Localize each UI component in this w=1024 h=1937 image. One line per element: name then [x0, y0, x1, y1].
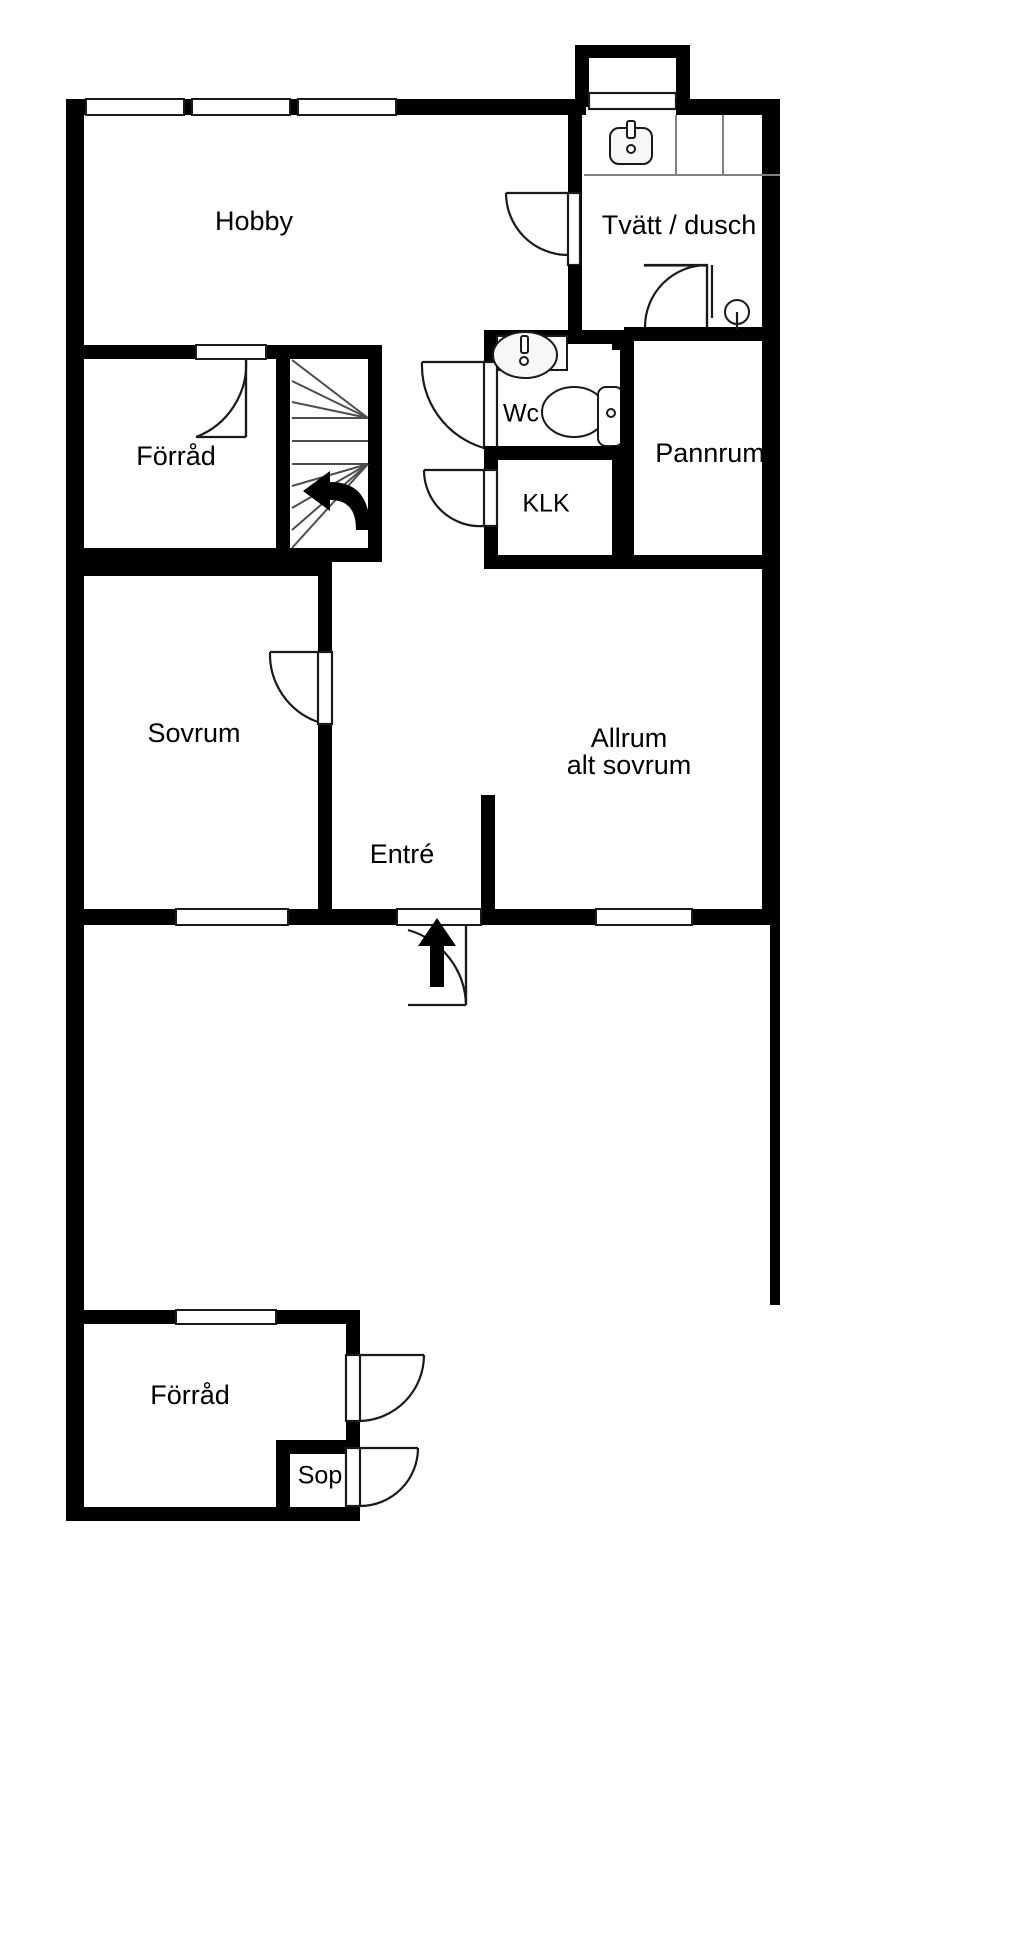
door-klk[interactable]	[422, 468, 499, 528]
wall-right-outer	[762, 99, 780, 925]
room-labels: Hobby Tvätt / dusch Förråd Wc Pannrum KL…	[136, 206, 765, 1489]
wall-left-outer	[66, 99, 84, 925]
stair-treads	[291, 359, 369, 549]
door-tvatt-dusch[interactable]	[504, 191, 582, 267]
wall-forrad2-right-top	[346, 1310, 360, 1360]
top-protrusion	[575, 45, 690, 111]
room-forrad-2	[66, 1308, 426, 1521]
toilet-icon	[541, 386, 624, 447]
wall-forrad2-bottom	[66, 1507, 360, 1521]
wall-sop-left	[276, 1440, 290, 1520]
window-allrum	[594, 907, 694, 927]
shower-head-icon	[710, 265, 750, 330]
wash-basin-icon	[492, 331, 568, 379]
wall-protrusion-top	[575, 45, 690, 58]
wall-forrad1-right	[276, 345, 290, 562]
door-opening-forrad1	[194, 343, 268, 361]
room-sovrum	[84, 562, 334, 922]
windows-hobby	[84, 97, 398, 117]
window-top-protrusion	[587, 91, 678, 111]
window-hobby-center	[190, 97, 292, 117]
wash-basin-icon	[609, 120, 653, 165]
window-sovrum	[174, 907, 290, 927]
room-label-tvatt-dusch: Tvätt / dusch	[602, 210, 757, 240]
room-label-forrad-2: Förråd	[150, 1380, 230, 1410]
room-label-klk: KLK	[522, 490, 570, 518]
room-label-allrum-alt: alt sovrum	[567, 750, 692, 780]
wall-sovrum-right-lower	[318, 722, 332, 922]
door-sop[interactable]	[344, 1446, 420, 1508]
wall-sovrum-top	[84, 562, 332, 576]
door-sovrum[interactable]	[268, 650, 334, 726]
staircase	[290, 345, 382, 562]
wall-tvatt-bottom	[624, 327, 780, 341]
wall-sop-top	[276, 1440, 360, 1454]
room-label-sop: Sop	[298, 1462, 342, 1490]
room-label-pannrum: Pannrum	[655, 438, 765, 468]
wall-forrad2-top-left	[66, 1310, 176, 1324]
openings-bottom-upper-block	[174, 907, 694, 927]
wall-protrusion-right	[676, 45, 690, 107]
wall-sop-right-bottom	[346, 1505, 360, 1521]
stair-direction-arrow	[303, 471, 370, 530]
wall-top-right	[676, 99, 780, 115]
room-klk	[422, 446, 626, 569]
wall-forrad2-right-bottom	[346, 1418, 360, 1444]
wall-stair-top	[290, 345, 382, 359]
wall-wc-bottom	[484, 446, 626, 460]
tvatt-counter	[584, 115, 780, 176]
wall-sovrum-right-upper	[318, 562, 332, 654]
wall-forrad1-bottom	[84, 548, 290, 562]
room-label-sovrum: Sovrum	[147, 718, 240, 748]
wall-klk-left-top	[484, 446, 498, 474]
room-label-allrum: Allrum	[591, 723, 668, 753]
wall-forrad2-top-right	[276, 1310, 360, 1324]
room-forrad-1	[84, 343, 290, 562]
room-label-entre: Entré	[370, 839, 435, 869]
wall-pannrum-top	[624, 327, 780, 341]
wall-left-lower	[66, 925, 84, 1521]
wall-forrad1-top-left	[84, 345, 196, 359]
room-label-wc: Wc	[503, 400, 539, 428]
window-forrad-lower	[174, 1308, 278, 1326]
wall-protrusion-left	[575, 45, 589, 107]
wall-klk-right	[612, 446, 626, 569]
window-hobby-left	[84, 97, 186, 117]
wall-klk-bottom	[484, 555, 626, 569]
wall-stair-right	[368, 345, 382, 562]
wall-pannrum-bottom	[620, 555, 780, 569]
window-hobby-right	[296, 97, 398, 117]
room-wc	[420, 265, 626, 460]
door-forrad-hobby[interactable]	[195, 358, 248, 439]
entre-partition	[481, 795, 495, 923]
wall-above-wc	[568, 265, 582, 331]
door-pannrum[interactable]	[643, 263, 709, 328]
door-entre[interactable]	[407, 925, 468, 1007]
entrance-arrow	[418, 918, 456, 987]
wall-entre-stub	[481, 795, 495, 923]
wall-stair-bottom	[290, 548, 382, 562]
room-label-forrad-1: Förråd	[136, 441, 216, 471]
room-label-hobby: Hobby	[215, 206, 294, 236]
wall-right-lower	[770, 925, 780, 1305]
door-forrad-outer[interactable]	[344, 1353, 426, 1423]
